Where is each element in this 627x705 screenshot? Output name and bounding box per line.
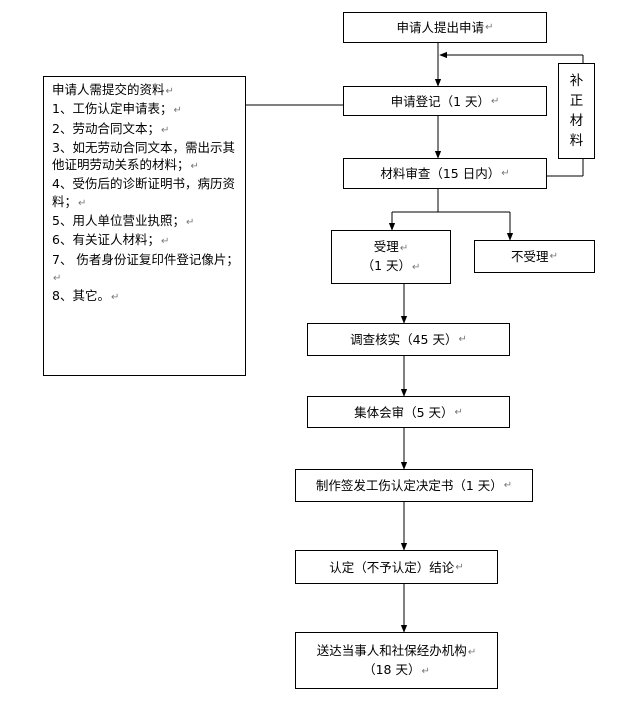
supplement-char: 正 <box>569 93 584 109</box>
step-deliver: 送达当事人和社保经办机构↵ （18 天）↵ <box>295 632 498 689</box>
required-materials-box: 申请人需提交的资料↵ 1、工伤认定申请表；↵ 2、劳动合同文本；↵ 3、如无劳动… <box>43 76 246 376</box>
materials-title: 申请人需提交的资料↵ <box>52 82 174 97</box>
step-material-review: 材料审查（15 日内）↵ <box>343 158 547 189</box>
materials-item: 2、劳动合同文本；↵ <box>52 120 170 136</box>
step-investigation: 调查核实（45 天）↵ <box>307 323 510 356</box>
supplement-materials-box: 补 正 材 料 <box>558 63 595 159</box>
step-submit-application: 申请人提出申请↵ <box>343 12 547 43</box>
step-registration: 申请登记（1 天）↵ <box>343 86 547 116</box>
materials-item: 1、工伤认定申请表；↵ <box>52 101 182 117</box>
step-accept: 受理↵ （1 天）↵ <box>331 230 451 284</box>
materials-item: 8、其它。↵ <box>52 288 120 304</box>
step-collective-review: 集体会审（5 天）↵ <box>307 396 510 428</box>
supplement-char: 材 <box>569 113 584 129</box>
step-issue-decision: 制作签发工伤认定决定书（1 天）↵ <box>295 469 533 502</box>
materials-item: 3、如无劳动合同文本，需出示其他证明劳动关系的材料；↵ <box>52 139 235 173</box>
supplement-char: 料 <box>569 133 584 149</box>
materials-item: 4、受伤后的诊断证明书，病历资料；↵ <box>52 176 235 209</box>
step-reject: 不受理↵ <box>474 240 595 273</box>
supplement-char: 补 <box>569 73 584 89</box>
materials-item: 6、有关证人材料；↵ <box>52 232 170 248</box>
materials-item: 7、 伤者身份证复印件登记像片；↵ <box>52 251 239 284</box>
materials-item: 5、用人单位营业执照；↵ <box>52 213 195 229</box>
step-conclusion: 认定（不予认定）结论↵ <box>295 550 498 584</box>
